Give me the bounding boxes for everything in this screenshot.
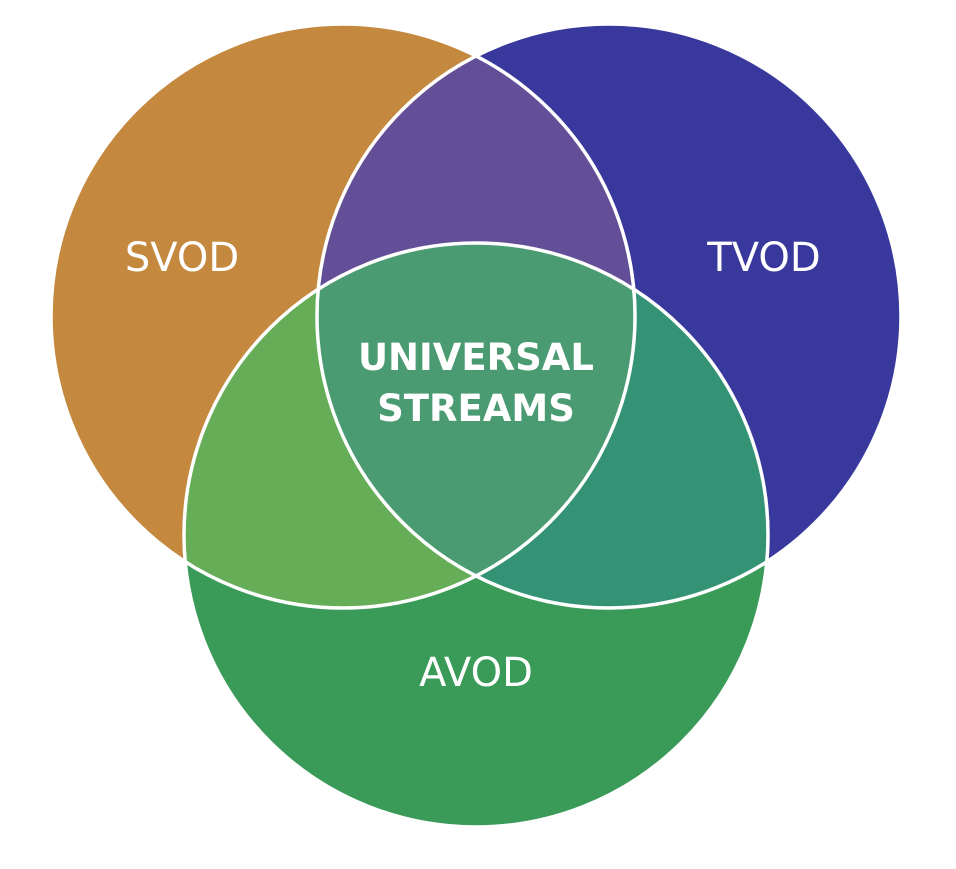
universal-streams-overlap	[317, 243, 635, 608]
center-label-line2: STREAMS	[377, 387, 575, 430]
avod-label: AVOD	[419, 650, 533, 696]
tvod-outline	[315, 22, 903, 610]
svod-label: SVOD	[125, 235, 239, 281]
avod-outline	[182, 241, 770, 829]
svod-outline	[49, 22, 637, 610]
tvod-label: TVOD	[706, 235, 820, 281]
center-label-line1: UNIVERSAL	[358, 336, 594, 379]
